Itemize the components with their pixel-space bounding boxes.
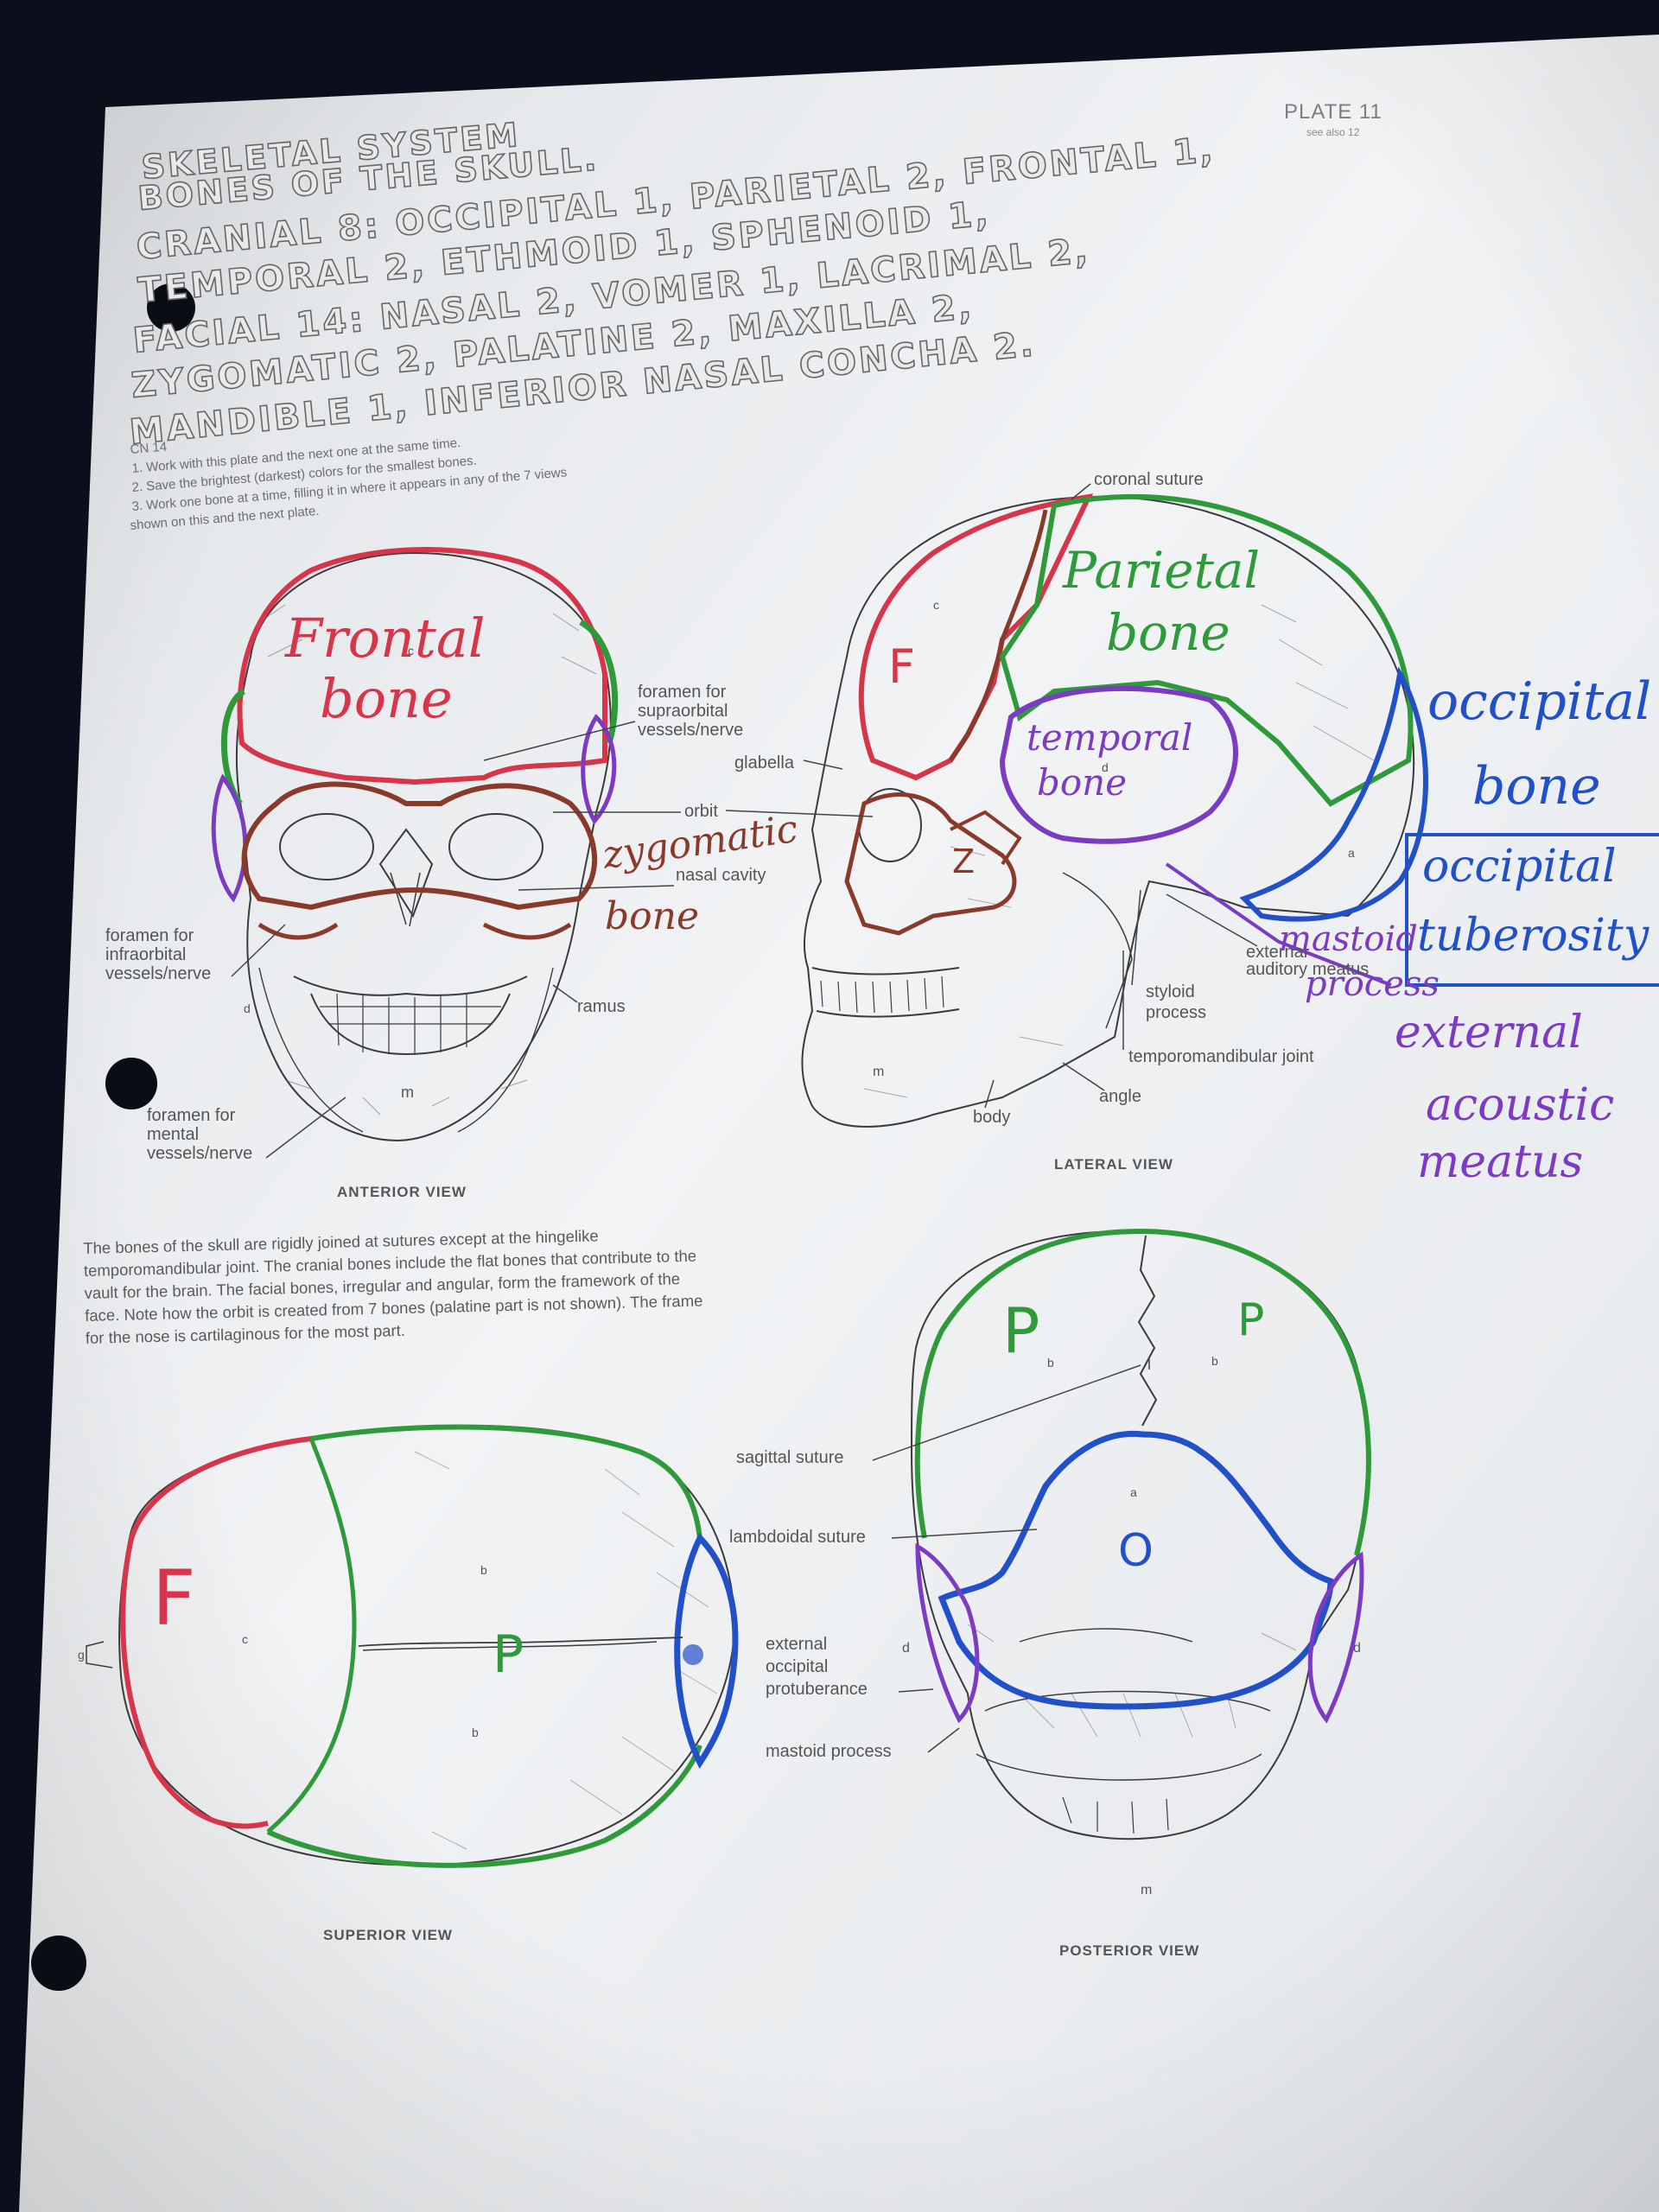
hw-parietal-bone-word: bone: [1106, 603, 1230, 662]
label-line: foramen for: [105, 926, 194, 945]
label-line: auditory meatus: [1246, 960, 1370, 979]
hw-Z-lateral: Z: [952, 842, 975, 880]
label-nasal-cavity: nasal cavity: [676, 866, 766, 885]
key-letter-m: m: [401, 1084, 414, 1101]
key-letter-d-posterior-1: d: [902, 1641, 910, 1656]
hw-temporal-word: temporal: [1027, 716, 1192, 759]
label-line: vessels/nerve: [638, 721, 744, 740]
hw-temporal-bone-word: bone: [1037, 761, 1127, 804]
key-letter-d-posterior-2: d: [1353, 1641, 1361, 1656]
hw-mastoid-word: mastoid: [1279, 919, 1418, 959]
label-foramen-mental: foramen for mental vessels/nerve: [147, 1106, 252, 1163]
key-letter-m-lateral: m: [873, 1065, 884, 1079]
hw-zygomatic-bone-word: bone: [605, 894, 699, 938]
key-letter-b-superior-2: b: [472, 1726, 479, 1739]
plate-reference: see also 12: [1306, 126, 1360, 138]
hw-occipital-tuberosity-word: occipital: [1422, 841, 1617, 893]
hw-O-posterior: O: [1118, 1525, 1154, 1577]
hw-P-posterior-right: P: [1237, 1294, 1264, 1346]
key-letter-a-lateral: a: [1348, 846, 1355, 860]
hw-acoustic-word: acoustic: [1426, 1079, 1614, 1131]
hw-P-posterior-left: P: [1002, 1294, 1039, 1367]
key-letter-c-superior: c: [242, 1632, 248, 1646]
punch-hole-bottom: [31, 1936, 86, 1991]
label-external-auditory-meatus: external auditory meatus: [1246, 944, 1369, 978]
hw-P-superior: P: [493, 1624, 524, 1685]
hw-occipital-word: occipital: [1427, 671, 1651, 732]
hw-F-superior: F: [152, 1554, 196, 1643]
label-foramen-infraorbital: foramen for infraorbital vessels/nerve: [105, 926, 211, 983]
label-line: supraorbital: [638, 702, 728, 721]
key-letter-d-lateral: d: [1102, 760, 1109, 774]
key-letter-b-superior-1: b: [480, 1563, 487, 1577]
label-line: occipital: [766, 1657, 829, 1676]
label-line: external: [766, 1635, 828, 1654]
punch-hole-top: [147, 283, 195, 332]
key-letter-c-lateral: c: [933, 598, 939, 612]
hw-meatus-word: meatus: [1417, 1136, 1583, 1188]
label-body: body: [973, 1108, 1011, 1127]
key-letter-c: c: [408, 644, 414, 658]
label-mastoid-process: mastoid process: [766, 1742, 892, 1761]
label-external-occipital-protuberance: external occipital protuberance: [766, 1633, 868, 1700]
title-anterior-view: ANTERIOR VIEW: [337, 1184, 467, 1200]
title-lateral-view: LATERAL VIEW: [1054, 1156, 1173, 1173]
label-line: external: [1246, 943, 1308, 962]
hw-parietal-word: Parietal: [1062, 541, 1260, 600]
hw-F-lateral: F: [888, 639, 915, 694]
label-sagittal-suture: sagittal suture: [736, 1448, 844, 1467]
plate-number: PLATE 11: [1284, 100, 1382, 124]
key-letter-g-superior: g: [78, 1648, 85, 1662]
label-orbit: orbit: [684, 802, 718, 821]
label-glabella: glabella: [734, 753, 794, 772]
hw-frontal-word: Frontal: [284, 607, 486, 670]
label-angle: angle: [1099, 1087, 1141, 1106]
hw-occipital-bone-word: bone: [1472, 756, 1601, 817]
label-line: infraorbital: [105, 945, 187, 964]
key-letter-a-posterior: a: [1130, 1485, 1137, 1499]
label-line: styloid: [1146, 982, 1195, 1001]
label-styloid-process: styloid process: [1146, 982, 1206, 1023]
hw-bone-word-1: bone: [320, 667, 453, 730]
key-letter-b-posterior-2: b: [1211, 1354, 1218, 1368]
label-coronal-suture: coronal suture: [1094, 470, 1204, 489]
key-letter-m-posterior: m: [1141, 1883, 1152, 1897]
label-line: vessels/nerve: [105, 964, 212, 983]
punch-hole-middle: [105, 1058, 157, 1109]
label-line: process: [1146, 1003, 1207, 1022]
label-line: foramen for: [147, 1106, 236, 1125]
label-line: protuberance: [766, 1680, 868, 1699]
label-lambdoidal-suture: lambdoidal suture: [729, 1528, 866, 1547]
key-letter-b-posterior-1: b: [1047, 1356, 1054, 1370]
label-temporomandibular-joint: temporomandibular joint: [1128, 1047, 1314, 1066]
label-line: mental: [147, 1125, 200, 1144]
hw-external-word: external: [1395, 1007, 1583, 1058]
label-line: foramen for: [638, 683, 727, 702]
hw-tuberosity-word: tuberosity: [1417, 910, 1649, 962]
title-posterior-view: POSTERIOR VIEW: [1059, 1942, 1200, 1959]
title-superior-view: SUPERIOR VIEW: [323, 1927, 453, 1943]
label-foramen-supraorbital: foramen for supraorbital vessels/nerve: [638, 683, 743, 740]
label-line: vessels/nerve: [147, 1144, 253, 1163]
key-letter-d: d: [244, 1001, 251, 1015]
hw-process-word: process: [1305, 964, 1440, 1004]
label-ramus: ramus: [577, 997, 626, 1016]
